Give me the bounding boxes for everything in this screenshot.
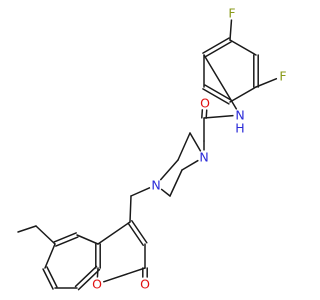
bond [205, 109, 208, 119]
bond [204, 41, 232, 58]
bond [74, 265, 98, 288]
atom-o-amide: O [198, 96, 212, 111]
bond [229, 19, 233, 41]
bond [159, 159, 179, 181]
svg-text:N: N [151, 178, 160, 193]
bond [229, 39, 257, 56]
bond [160, 188, 171, 197]
bond [169, 169, 183, 197]
bond [102, 267, 146, 283]
bond [203, 54, 238, 110]
bond [17, 225, 37, 233]
atom-o-ring: O [90, 277, 104, 292]
bond [76, 234, 99, 245]
bond [97, 221, 131, 245]
bond [130, 187, 151, 197]
bond [77, 268, 101, 291]
bond [127, 222, 144, 246]
svg-text:F: F [279, 69, 286, 84]
svg-text:O: O [200, 96, 210, 111]
atom-n-piperazine-right: N [197, 150, 211, 165]
atom-h-amide: H [233, 121, 247, 136]
bond [202, 88, 230, 105]
bond [189, 132, 202, 152]
bond [131, 220, 148, 244]
bond [255, 77, 278, 88]
molecule-structure: F F O N H N N O O [17, 5, 290, 292]
bond [203, 114, 234, 119]
bond [204, 84, 232, 101]
bond [201, 109, 204, 119]
bond [181, 159, 199, 171]
bond [129, 195, 132, 223]
svg-text:O: O [140, 277, 150, 292]
atom-f-right: F [276, 69, 290, 84]
atom-f-top: F [225, 6, 239, 21]
bond [46, 266, 58, 288]
bond [35, 225, 56, 245]
bond [55, 236, 79, 247]
svg-text:H: H [235, 121, 244, 136]
svg-text:N: N [235, 108, 244, 123]
atom-n-amide: N [233, 108, 247, 123]
atom-n-piperazine-left: N [149, 178, 163, 193]
svg-text:N: N [199, 150, 208, 165]
bond [202, 37, 230, 54]
atom-o-carbonyl: O [138, 277, 152, 292]
bond [44, 243, 56, 269]
bond [42, 268, 54, 290]
atoms: F F O N H N N O O [90, 6, 290, 292]
bond [96, 267, 99, 278]
svg-text:F: F [228, 6, 235, 21]
bond [229, 86, 257, 103]
bond [53, 232, 77, 243]
bonds [17, 19, 278, 291]
svg-text:O: O [92, 277, 102, 292]
bond [177, 132, 191, 161]
